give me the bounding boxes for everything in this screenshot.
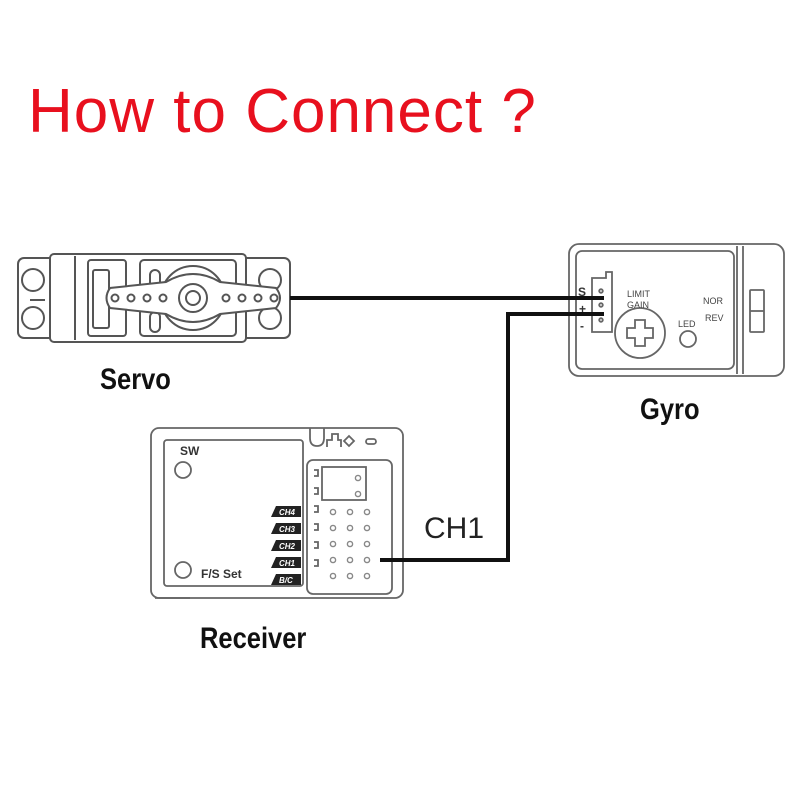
pin-label-s: S <box>578 285 586 299</box>
pin <box>363 572 371 580</box>
bind-port <box>321 466 367 501</box>
channel-tag-label: CH3 <box>279 525 296 534</box>
channel-tag-ch4: CH4 <box>271 506 301 517</box>
pin <box>329 572 337 580</box>
pin <box>329 556 337 564</box>
gyro-connector <box>591 271 613 333</box>
channel-tag-ch1: CH1 <box>271 557 301 568</box>
rev-label: REV <box>705 313 724 323</box>
channel-tag-bc: B/C <box>271 574 301 585</box>
mount-hole <box>21 268 45 292</box>
pin <box>329 524 337 532</box>
pin <box>363 524 371 532</box>
nor-label: NOR <box>703 296 724 306</box>
horn-hub <box>178 283 208 313</box>
channel-tag-label: CH2 <box>279 542 296 551</box>
gain-knob <box>614 307 666 359</box>
sw-button <box>174 461 192 479</box>
receiver-ch1-to-gyro-wire <box>380 312 604 562</box>
receiver-label: Receiver <box>200 622 307 655</box>
sw-label: SW <box>180 444 200 458</box>
channel-tag-ch3: CH3 <box>271 523 301 534</box>
fs-set-label: F/S Set <box>201 567 242 581</box>
fs-set-button <box>174 561 192 579</box>
gyro-illustration <box>568 243 785 377</box>
limit-label: LIMIT <box>627 289 651 299</box>
pin <box>346 556 354 564</box>
led-icon <box>679 330 697 348</box>
pin <box>346 508 354 516</box>
pin <box>363 556 371 564</box>
pin <box>346 524 354 532</box>
pin <box>363 540 371 548</box>
gyro-body <box>568 243 785 377</box>
receiver-illustration <box>150 427 404 599</box>
channel-port-block <box>306 459 393 595</box>
diamond-symbol-icon <box>342 434 356 448</box>
knob-cross-icon <box>626 319 654 347</box>
pin <box>329 540 337 548</box>
pin-label-plus: + <box>579 302 586 316</box>
servo-label: Servo <box>100 363 171 396</box>
channel-tag-ch2: CH2 <box>271 540 301 551</box>
pin <box>329 508 337 516</box>
ch1-wire-label: CH1 <box>424 512 485 545</box>
led-label: LED <box>678 319 696 329</box>
servo-horn <box>105 273 281 323</box>
receiver-pin-grid <box>329 474 371 580</box>
signal-symbol-icon <box>326 433 342 447</box>
pin <box>354 490 362 498</box>
gyro-label: Gyro <box>640 393 700 426</box>
pin <box>354 474 362 482</box>
channel-tag-label: B/C <box>279 576 293 585</box>
channel-tag-label: CH4 <box>279 508 296 517</box>
channel-tag-label: CH1 <box>279 559 296 568</box>
mount-hole <box>21 306 45 330</box>
gain-label: GAIN <box>627 300 649 310</box>
page-title: How to Connect ? <box>28 77 537 146</box>
servo-illustration <box>17 253 291 343</box>
receiver-body <box>150 427 404 599</box>
pin <box>346 572 354 580</box>
pin <box>363 508 371 516</box>
pin <box>346 540 354 548</box>
pin-label-minus: - <box>580 319 584 333</box>
